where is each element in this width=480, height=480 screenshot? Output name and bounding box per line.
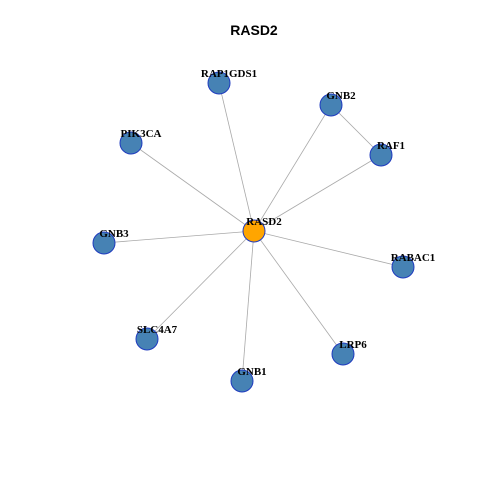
- node-circle-rasd2: [242, 219, 266, 243]
- graph-title: RASD2: [230, 22, 278, 38]
- node-rabac1: RABAC1: [391, 252, 436, 279]
- node-label-gnb1: GNB1: [237, 366, 266, 378]
- node-circle-rap1gds1: [207, 71, 231, 95]
- node-circle-gnb3: [92, 231, 116, 255]
- edge-rasd2-gnb3: [103, 230, 255, 244]
- edge-rasd2-rap1gds1: [218, 82, 255, 232]
- node-label-raf1: RAF1: [377, 140, 405, 152]
- node-lrp6: LRP6: [331, 339, 367, 366]
- node-circle-rabac1: [391, 255, 415, 279]
- node-slc4a7: SLC4A7: [135, 324, 178, 351]
- edge-rasd2-raf1: [253, 154, 382, 232]
- node-circle-gnb1: [230, 369, 254, 393]
- edge-rasd2-gnb1: [241, 230, 255, 382]
- node-gnb3: GNB3: [92, 228, 129, 255]
- node-pik3ca: PIK3CA: [119, 128, 162, 155]
- node-gnb2: GNB2: [319, 90, 356, 117]
- edge-rasd2-slc4a7: [146, 230, 255, 340]
- node-label-rabac1: RABAC1: [391, 252, 436, 264]
- node-gnb1: GNB1: [230, 366, 267, 393]
- node-label-gnb2: GNB2: [326, 90, 356, 102]
- edge-gnb2-raf1: [330, 104, 382, 156]
- edge-rasd2-rabac1: [253, 230, 404, 268]
- edges-layer: [103, 82, 404, 382]
- edge-rasd2-pik3ca: [130, 142, 255, 232]
- node-circle-pik3ca: [119, 131, 143, 155]
- node-label-pik3ca: PIK3CA: [121, 128, 162, 140]
- edge-rasd2-gnb2: [253, 104, 332, 232]
- node-rasd2: RASD2: [242, 216, 282, 243]
- edge-rasd2-lrp6: [253, 230, 344, 355]
- node-raf1: RAF1: [369, 140, 405, 167]
- node-circle-slc4a7: [135, 327, 159, 351]
- node-label-lrp6: LRP6: [339, 339, 367, 351]
- node-circle-gnb2: [319, 93, 343, 117]
- node-label-rasd2: RASD2: [246, 216, 282, 228]
- node-label-rap1gds1: RAP1GDS1: [201, 68, 257, 80]
- node-rap1gds1: RAP1GDS1: [201, 68, 257, 95]
- node-circle-lrp6: [331, 342, 355, 366]
- node-label-gnb3: GNB3: [99, 228, 129, 240]
- node-label-slc4a7: SLC4A7: [137, 324, 178, 336]
- node-circle-raf1: [369, 143, 393, 167]
